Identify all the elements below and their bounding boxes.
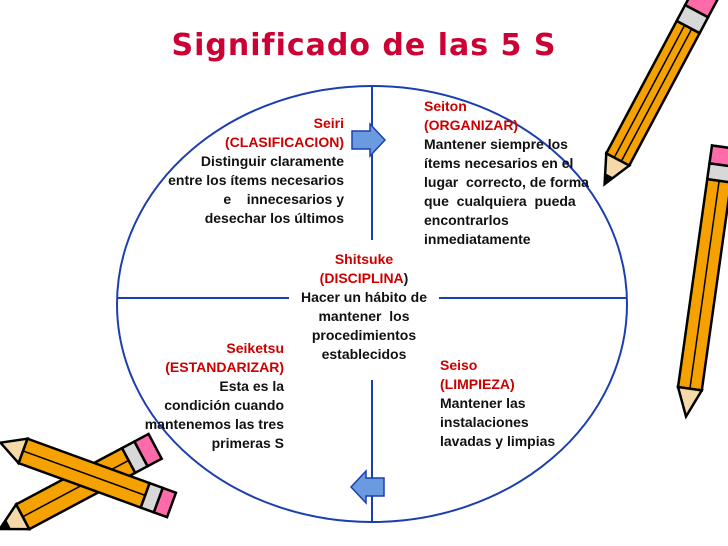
seiri-block: Seiri (CLASIFICACION) Distinguir clarame… xyxy=(140,114,344,228)
seiso-block: Seiso (LIMPIEZA) Mantener las instalacio… xyxy=(440,356,600,451)
seiri-subtitle: (CLASIFICACION) xyxy=(225,134,344,150)
pencil-icon xyxy=(676,144,728,420)
seiton-desc-2: ítems necesarios en el xyxy=(424,155,574,171)
shitsuke-desc-3: procedimientos xyxy=(311,327,417,343)
seiso-name: Seiso xyxy=(440,357,478,373)
seiri-desc-4: desechar los últimos xyxy=(204,210,344,226)
seiton-desc-5: encontrarlos xyxy=(424,212,509,228)
pencil-icon xyxy=(0,437,178,519)
seiton-desc-4: que cualquiera pueda xyxy=(424,193,576,209)
center-box xyxy=(289,240,439,380)
seiso-desc-1: Mantener las xyxy=(440,395,526,411)
seiso-desc-2: instalaciones xyxy=(440,414,529,430)
seiri-desc-3: e innecesarios y xyxy=(223,191,344,207)
shitsuke-subtitle: (DISCIPLINA) xyxy=(289,269,439,288)
arrow-left-icon xyxy=(349,469,385,505)
seiketsu-desc-2: condición cuando xyxy=(164,397,284,413)
page-title: Significado de las 5 S xyxy=(171,28,557,63)
seiton-subtitle: (ORGANIZAR) xyxy=(424,117,519,133)
shitsuke-paren-close: ) xyxy=(403,270,409,286)
shitsuke-desc-4: establecidos xyxy=(321,346,407,362)
seiketsu-desc-3: mantenemos las tres xyxy=(144,416,284,432)
shitsuke-paren-open: ( xyxy=(319,270,325,286)
seiri-desc-1: Distinguir claramente xyxy=(200,153,344,169)
shitsuke-block: Shitsuke (DISCIPLINA) Hacer un hábito de… xyxy=(289,250,439,364)
shitsuke-desc-1: Hacer un hábito de xyxy=(300,289,428,305)
shitsuke-desc-2: mantener los xyxy=(318,308,410,324)
seiketsu-name: Seiketsu xyxy=(226,340,284,356)
seiri-name: Seiri xyxy=(313,115,344,131)
seiton-desc-1: Mantener siempre los xyxy=(424,136,568,152)
seiton-desc-3: lugar correcto, de forma xyxy=(424,174,589,190)
seiton-name: Seiton xyxy=(424,98,467,114)
pencil-icon xyxy=(603,0,720,187)
seiton-block: Seiton (ORGANIZAR) Mantener siempre los … xyxy=(424,97,614,249)
seiso-desc-3: lavadas y limpias xyxy=(440,433,556,449)
seiso-subtitle: (LIMPIEZA) xyxy=(440,376,515,392)
shitsuke-name: Shitsuke xyxy=(334,251,394,267)
shitsuke-subtitle-text: DISCIPLINA xyxy=(324,270,404,286)
seiton-desc-6: inmediatamente xyxy=(424,231,531,247)
seiketsu-desc-1: Esta es la xyxy=(219,378,284,394)
arrow-right-icon xyxy=(351,122,387,158)
seiketsu-block: Seiketsu (ESTANDARIZAR) Esta es la condi… xyxy=(130,339,284,453)
seiri-desc-2: entre los ítems necesarios xyxy=(168,172,344,188)
seiketsu-subtitle: (ESTANDARIZAR) xyxy=(165,359,284,375)
seiketsu-desc-4: primeras S xyxy=(211,435,284,451)
